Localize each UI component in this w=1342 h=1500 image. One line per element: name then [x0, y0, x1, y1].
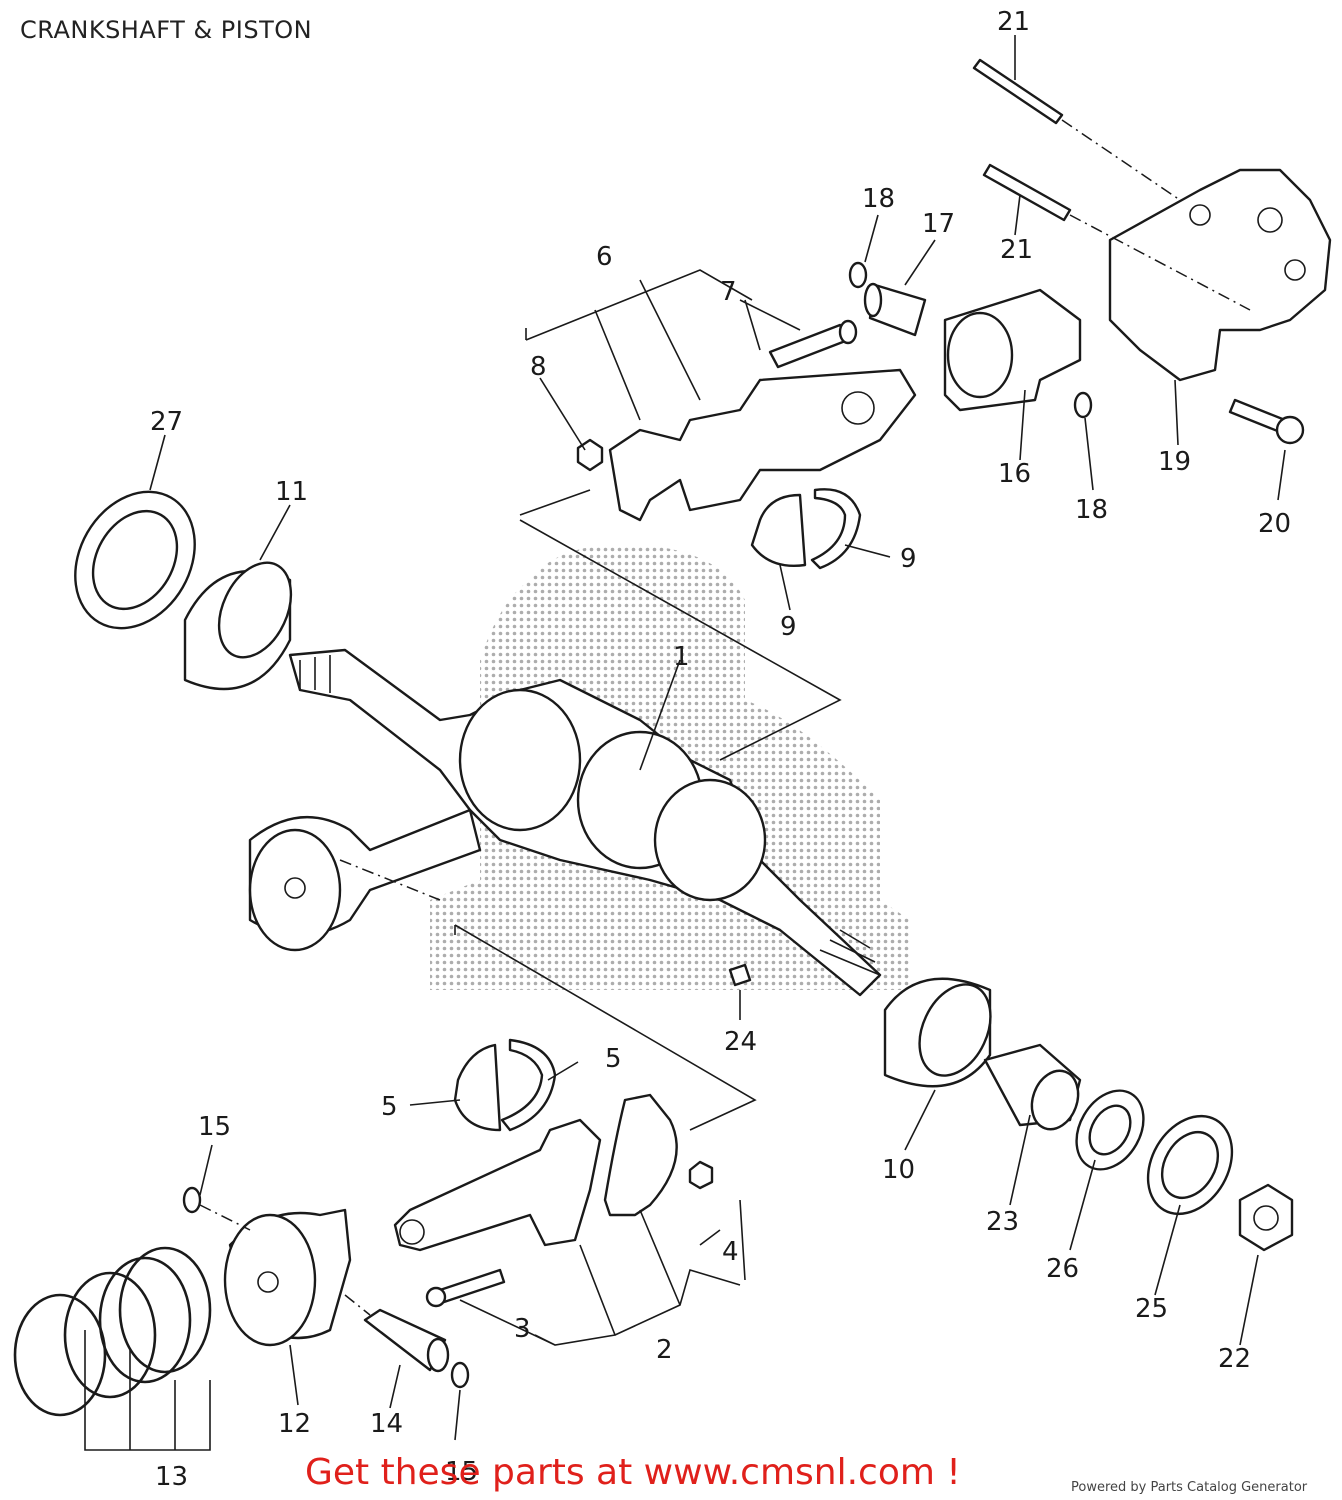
collar-23 — [983, 1043, 1082, 1131]
bearing-halves-9 — [750, 488, 862, 570]
circlip-18 — [848, 261, 1093, 419]
callout: 24 — [724, 1027, 757, 1057]
callout: 18 — [1075, 495, 1108, 525]
circlip-15 — [182, 1186, 470, 1389]
oil-seal-27 — [74, 490, 196, 630]
callout: 20 — [1258, 509, 1291, 539]
bearing-25 — [1146, 1114, 1234, 1216]
callout: 27 — [150, 407, 183, 437]
callout: 5 — [381, 1092, 398, 1122]
crank-cap-6 — [608, 368, 917, 522]
page-title: CRANKSHAFT & PISTON — [20, 16, 313, 44]
callout: 3 — [514, 1314, 531, 1344]
callout: 25 — [1135, 1294, 1168, 1324]
callout-labels: 21 18 17 21 6 7 8 27 11 16 18 19 20 9 9 … — [150, 7, 1291, 1492]
nut-22 — [1238, 1183, 1294, 1252]
callout: 23 — [986, 1207, 1019, 1237]
crankshaft — [288, 648, 882, 997]
callout: 8 — [530, 352, 547, 382]
callout: 17 — [922, 209, 955, 239]
bearing-halves-5 — [453, 1038, 557, 1132]
callout: 21 — [997, 7, 1030, 37]
seal-26 — [1075, 1089, 1145, 1171]
callout: 14 — [370, 1409, 403, 1439]
bearing-10 — [883, 977, 992, 1088]
callout: 15 — [445, 1457, 478, 1487]
callout: 4 — [722, 1237, 739, 1267]
callout: 11 — [275, 477, 308, 507]
callout: 12 — [278, 1409, 311, 1439]
powered-by-text: Powered by Parts Catalog Generator — [1071, 1480, 1308, 1495]
leader-lines — [84, 35, 1286, 1451]
bearing-11 — [183, 561, 293, 691]
piston-assembled — [248, 808, 482, 952]
cta-link[interactable]: Get these parts at www.cmsnl.com ! — [305, 1452, 961, 1493]
callout: 13 — [155, 1462, 188, 1492]
callout: 22 — [1218, 1344, 1251, 1374]
callout: 6 — [596, 242, 613, 272]
connecting-rod-2 — [393, 1093, 678, 1252]
callout: 9 — [900, 544, 917, 574]
housing-19 — [1108, 168, 1332, 382]
bolt-20 — [1228, 398, 1305, 445]
callout: 7 — [720, 277, 737, 307]
callout: 2 — [656, 1335, 673, 1365]
callout: 9 — [780, 612, 797, 642]
callout: 5 — [605, 1044, 622, 1074]
bolt-7 — [768, 319, 858, 369]
callout: 26 — [1046, 1254, 1079, 1284]
bolt-3 — [425, 1268, 506, 1308]
dowel-pin-21 — [972, 58, 1072, 222]
callout: 21 — [1000, 235, 1033, 265]
callout: 1 — [673, 642, 690, 672]
piston-pin-14 — [363, 1308, 450, 1373]
callout: 19 — [1158, 447, 1191, 477]
callout: 16 — [998, 459, 1031, 489]
piston-12 — [223, 1208, 352, 1347]
balancer-16 — [943, 288, 1082, 412]
callout: 15 — [198, 1112, 231, 1142]
pin-17 — [863, 282, 927, 337]
callout: 10 — [882, 1155, 915, 1185]
piston-rings-13 — [13, 1246, 212, 1417]
callout: 18 — [862, 184, 895, 214]
key-24 — [728, 963, 752, 987]
nut-4 — [688, 1160, 714, 1190]
